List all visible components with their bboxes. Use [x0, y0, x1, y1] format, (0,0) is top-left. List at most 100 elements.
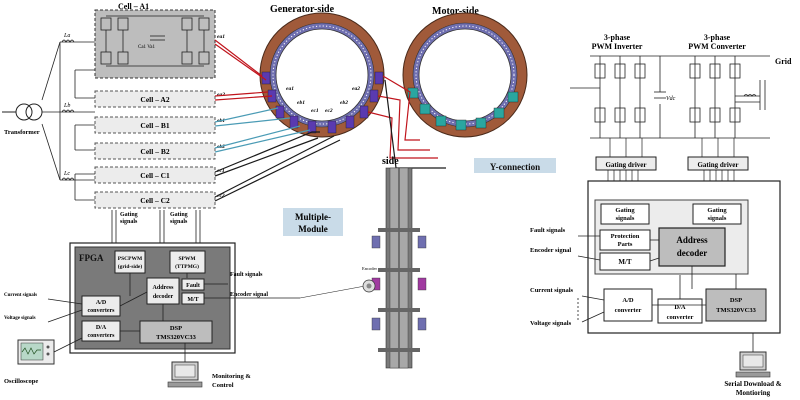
side-label: side — [382, 156, 399, 167]
gating-arrows-left — [111, 210, 201, 248]
right-signal-arrows — [577, 235, 605, 323]
multiple-module-2: Module — [298, 224, 328, 234]
gating-signals-right-1: Gating — [707, 207, 727, 214]
right-address-2: decoder — [677, 248, 708, 258]
motor-stator — [402, 12, 528, 138]
protection-1: Protection — [611, 233, 640, 240]
monitoring-label-1: Monitoring & — [212, 373, 251, 380]
emf-ea1: ea1 — [217, 34, 225, 40]
side-view-machine — [371, 167, 427, 369]
right-encoder-signal: Encoder signal — [530, 247, 571, 254]
gen-label-ec1: ec1 — [311, 108, 319, 114]
grid-side-wiring — [41, 39, 95, 201]
gen-label-ec2: ec2 — [325, 108, 333, 114]
multiple-module-1: Multiple- — [295, 212, 331, 222]
right-dsp-1: DSP — [730, 297, 742, 304]
generator-title: Generator-side — [270, 4, 335, 15]
inverter-title-1: 3-phase — [604, 33, 631, 42]
fpga-title: FPGA — [79, 253, 104, 263]
controller-board: Gating signals Gating signals Protection… — [587, 180, 781, 334]
left-encoder-signal: Encoder signal — [230, 292, 268, 298]
converter-title-2: PWM Converter — [688, 42, 746, 51]
generator-stator — [259, 12, 385, 138]
fpga-ad-1: A/D — [96, 300, 107, 306]
gen-label-eb2: eb2 — [340, 100, 348, 106]
fpga-da-2: converters — [88, 333, 116, 339]
left-voltage-signals: Voltage signals — [4, 316, 36, 321]
pscpwm-label-2: (grid-side) — [118, 263, 143, 270]
right-da-1: D/A — [674, 304, 686, 311]
grid-label: Grid — [775, 57, 792, 66]
fpga-mt: M/T — [187, 297, 198, 303]
gen-label-ea2: ea2 — [352, 86, 360, 92]
inverter-title-2: PWM Inverter — [592, 42, 643, 51]
serial-label-2: Montioring — [736, 389, 771, 397]
fpga-address-2: decoder — [153, 294, 174, 300]
gating-driver-right: Gating driver — [687, 156, 749, 171]
gating-signals-left-2: signals — [616, 215, 635, 222]
left-current-signals: Current signals — [4, 293, 37, 298]
emf-ec1: ec1 — [217, 168, 225, 174]
right-ad-2: converter — [615, 307, 642, 314]
cell-a1: Cell – A1 Ca1 Va1 — [94, 2, 216, 79]
fpga-dsp-1: DSP — [170, 325, 182, 332]
converter-title-1: 3-phase — [704, 33, 731, 42]
gating-left-2: signals — [120, 219, 138, 225]
cell-a2: Cell – A2 — [94, 90, 216, 108]
right-computer-icon — [735, 351, 771, 378]
right-da-2: converter — [667, 314, 694, 321]
gating-left-1: Gating — [120, 212, 138, 218]
inductor-la: La — [63, 33, 70, 39]
y-connection-label: Y-connection — [490, 162, 540, 172]
pscpwm-label-1: PSCPWM — [118, 256, 143, 262]
cell-a2-label: Cell – A2 — [140, 95, 169, 104]
cell-a1-label: Cell – A1 — [118, 2, 149, 11]
gating-signals-right-2: signals — [708, 215, 727, 222]
fpga-da-1: D/A — [96, 325, 107, 331]
spwm-label-1: SPWM — [178, 256, 196, 262]
y-connection-box: Y-connection — [474, 158, 556, 173]
right-voltage-signals: Voltage signals — [530, 320, 572, 327]
gen-motor-link-wires — [367, 75, 438, 159]
monitoring-label-2: Control — [212, 382, 234, 389]
emf-ec2: ec2 — [217, 193, 225, 199]
multiple-module-box: Multiple- Module — [283, 208, 343, 236]
fpga-ad-2: converters — [88, 308, 116, 314]
gen-label-ea1: ea1 — [286, 86, 294, 92]
fpga-dsp-2: TMS320VC33 — [156, 334, 196, 341]
gating-driver-left: Gating driver — [595, 156, 657, 171]
motor-coils — [407, 87, 519, 131]
oscilloscope-label: Oscilloscope — [4, 378, 38, 385]
svg-text:Gating driver: Gating driver — [697, 161, 738, 169]
transformer-label: Transformer — [4, 129, 40, 136]
inverter-switches — [590, 55, 770, 139]
spwm-label-2: (TTPMG) — [175, 263, 199, 270]
cell-generator-wires — [214, 39, 341, 202]
right-current-signals: Current signals — [530, 287, 574, 294]
oscilloscope-icon — [17, 339, 55, 365]
encoder-label: Encoder — [362, 266, 377, 271]
cell-c1: Cell – C1 — [94, 166, 216, 184]
right-address-1: Address — [676, 235, 708, 245]
right-fault-signals: Fault signals — [530, 227, 566, 234]
cell-cap-label: Ca1 Va1 — [138, 45, 155, 50]
cell-a1-switches — [100, 15, 210, 67]
cell-c2-label: Cell – C2 — [140, 196, 170, 205]
cell-c2: Cell – C2 — [94, 191, 216, 209]
computer-icon — [167, 361, 203, 388]
fpga-board: FPGA PSCPWM (grid-side) SPWM (TTPMG) Add… — [69, 242, 236, 354]
gating-right-1: Gating — [170, 212, 188, 218]
right-dsp-2: TMS320VC33 — [716, 307, 756, 314]
svg-text:Gating driver: Gating driver — [605, 161, 646, 169]
serial-label-1: Serial Download & — [724, 380, 781, 388]
motor-title: Motor-side — [432, 6, 479, 17]
right-ad-1: A/D — [622, 297, 634, 304]
cell-b1: Cell – B1 — [94, 116, 216, 134]
vdc-label: Vdc — [666, 96, 676, 102]
transformer-icon — [2, 103, 43, 121]
inductor-lc: Lc — [63, 171, 70, 177]
gating-signals-left-1: Gating — [615, 207, 635, 214]
fpga-address-1: Address — [153, 285, 175, 291]
left-fault-signals: Fault signals — [230, 272, 263, 278]
